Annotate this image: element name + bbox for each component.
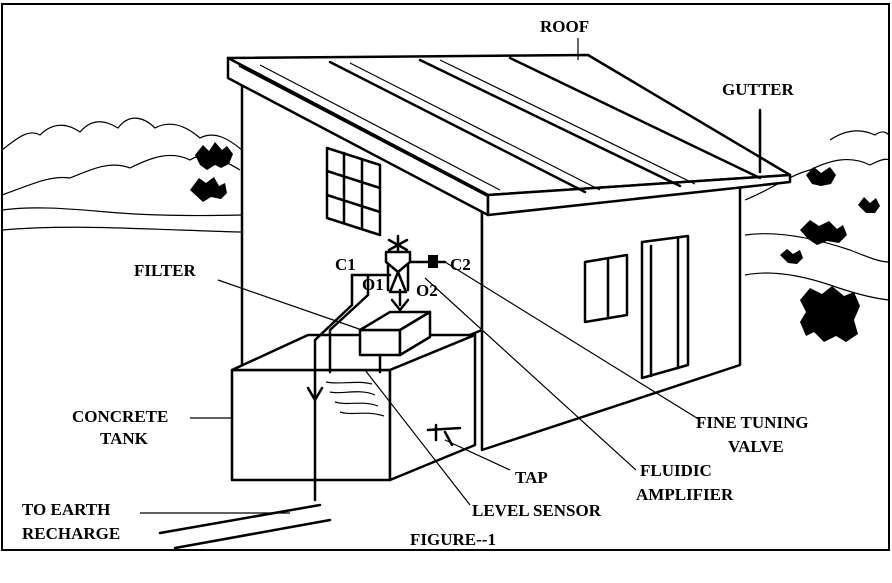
label-c1: C1 xyxy=(335,255,356,274)
label-to-earth-2: RECHARGE xyxy=(22,524,120,543)
label-tap: TAP xyxy=(515,468,548,487)
label-concrete-tank-2: TANK xyxy=(100,429,149,448)
recharge-pipe xyxy=(160,505,330,548)
concrete-tank xyxy=(232,335,475,480)
label-to-earth-1: TO EARTH xyxy=(22,500,110,519)
label-fluidic-2: AMPLIFIER xyxy=(636,485,734,504)
label-concrete-tank-1: CONCRETE xyxy=(72,407,168,426)
window-right xyxy=(585,255,627,322)
label-fine-tuning-1: FINE TUNING xyxy=(696,413,809,432)
label-fluidic-1: FLUIDIC xyxy=(640,461,712,480)
label-gutter: GUTTER xyxy=(722,80,795,99)
label-o1: O1 xyxy=(362,275,384,294)
label-fine-tuning-2: VALVE xyxy=(728,437,784,456)
door xyxy=(642,236,688,378)
label-roof: ROOF xyxy=(540,17,589,36)
label-filter: FILTER xyxy=(134,261,196,280)
label-o2: O2 xyxy=(416,281,438,300)
label-c2: C2 xyxy=(450,255,471,274)
label-level-sensor: LEVEL SENSOR xyxy=(472,501,602,520)
label-figure: FIGURE--1 xyxy=(410,530,496,549)
